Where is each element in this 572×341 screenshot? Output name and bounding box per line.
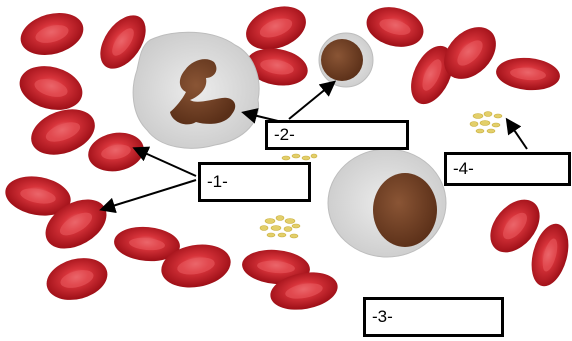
label-2-text: -2- [274,125,295,145]
neutrophil [133,32,259,148]
label-3-text: -3- [372,307,393,327]
red-blood-cell [362,1,428,53]
red-blood-cell [16,6,88,61]
red-blood-cell [15,59,88,116]
label-1-text: -1- [207,172,228,192]
platelets-cluster [260,216,300,239]
label-box-1: -1- [198,162,311,202]
label-4-text: -4- [453,159,474,179]
arrow-2b [289,83,333,119]
label-box-4: -4- [444,152,571,186]
arrow-4 [508,121,527,149]
arrow-1b [103,180,196,209]
red-blood-cell [85,128,147,175]
lymphocyte [319,33,373,87]
blank-patch [409,262,483,296]
monocyte [328,149,446,257]
platelets-cluster [470,112,502,134]
arrow-1a [136,149,196,176]
label-box-2: -2- [265,120,409,150]
red-blood-cell [495,55,562,92]
label-box-3: -3- [363,297,504,337]
platelets-cluster [282,154,317,160]
red-blood-cell [42,252,112,307]
